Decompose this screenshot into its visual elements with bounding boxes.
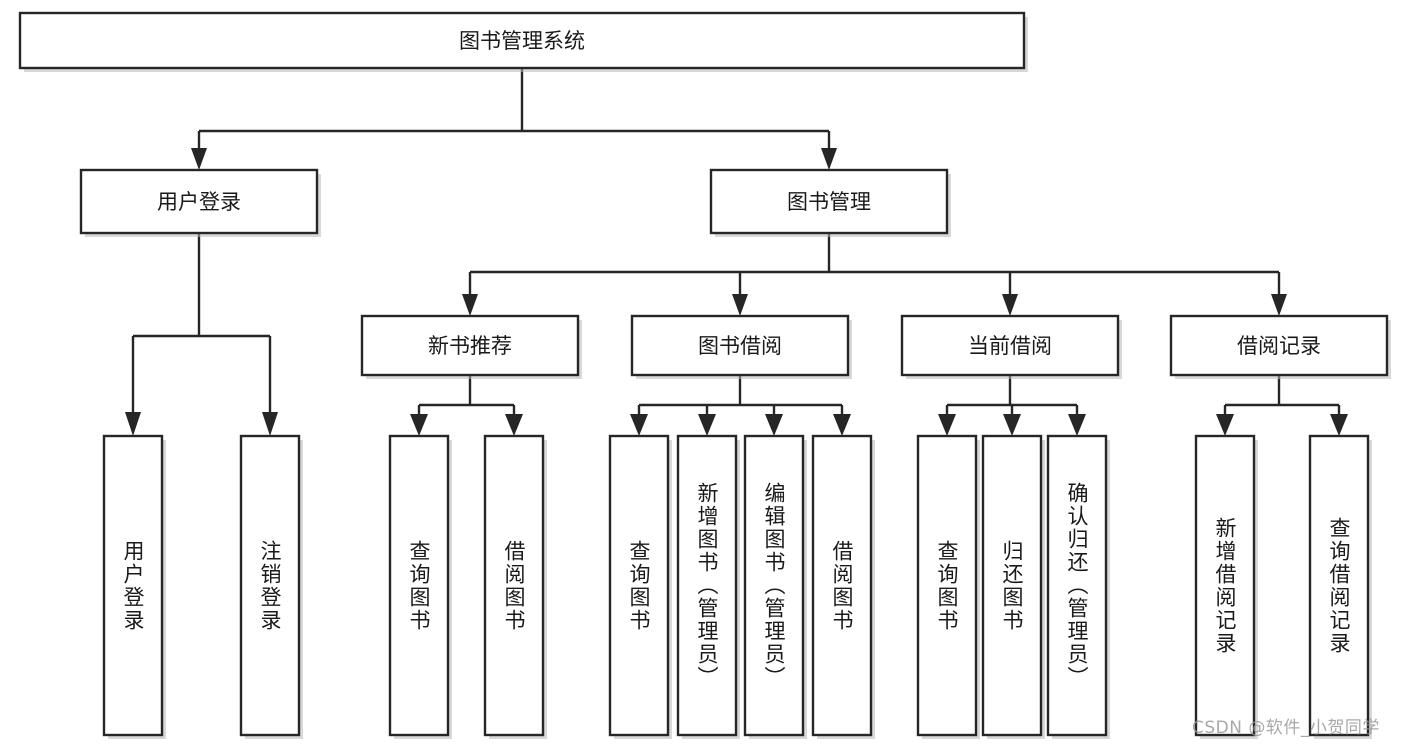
current-borrow-node-label: 当前借阅 — [968, 334, 1052, 358]
borrow-record-node-label: 借阅记录 — [1237, 334, 1321, 358]
leaf-confirm-return-box[interactable] — [1046, 434, 1108, 737]
arrow-head-leaf-borrow-book-2 — [833, 414, 851, 436]
book-manage-node-label: 图书管理 — [787, 190, 871, 214]
leaf-user-logout-box[interactable] — [239, 434, 301, 737]
leaf-edit-book-box[interactable] — [743, 434, 805, 737]
arrow-head-book-manage — [821, 148, 837, 170]
arrow-head-user-login — [191, 148, 207, 170]
arrow-head-borrow-record — [1271, 294, 1287, 316]
leaf-add-record-box[interactable] — [1194, 434, 1256, 737]
user-login-node-box[interactable] — [79, 168, 319, 235]
arrow-head-leaf-return-book — [1003, 414, 1021, 436]
leaf-query-book-3-box[interactable] — [916, 434, 978, 737]
arrow-head-leaf-query-record — [1330, 414, 1348, 436]
watermark-text: CSDN @软件_小贺同学 — [1192, 718, 1380, 738]
leaf-return-book-box[interactable] — [981, 434, 1043, 737]
new-book-recommend-node-box[interactable] — [360, 314, 580, 377]
book-borrow-node-box[interactable] — [630, 314, 850, 377]
arrow-head-current-borrow — [1002, 294, 1018, 316]
current-borrow-node-box[interactable] — [900, 314, 1120, 377]
arrow-head-leaf-add-record — [1216, 414, 1234, 436]
leaf-user-login-box[interactable] — [102, 434, 164, 737]
arrow-head-leaf-edit-book — [765, 414, 783, 436]
connector-layer — [125, 68, 1348, 436]
root-node-label: 图书管理系统 — [459, 29, 585, 53]
arrow-head-book-borrow — [732, 294, 748, 316]
arrow-head-leaf-query-book-1 — [410, 414, 428, 436]
leaf-add-book-box[interactable] — [676, 434, 738, 737]
borrow-record-node-box[interactable] — [1169, 314, 1389, 377]
arrow-head-leaf-user-logout — [262, 412, 278, 436]
arrow-head-leaf-user-login — [125, 412, 141, 436]
book-borrow-node-label: 图书借阅 — [698, 334, 782, 358]
leaf-borrow-book-1-box[interactable] — [483, 434, 545, 737]
arrow-head-leaf-borrow-book-1 — [505, 414, 523, 436]
node-layer: 图书管理系统 用户登录 图书管理 新书推荐 图书借阅 当前借阅 借阅记录 — [18, 11, 1391, 739]
arrow-head-leaf-add-book — [698, 414, 716, 436]
leaf-borrow-book-2-box[interactable] — [811, 434, 873, 737]
leaf-query-book-2-box[interactable] — [608, 434, 670, 737]
arrow-head-leaf-query-book-3 — [938, 414, 956, 436]
root-node-box[interactable] — [18, 11, 1026, 70]
new-book-recommend-node-label: 新书推荐 — [428, 334, 512, 358]
arrow-head-leaf-confirm-return — [1068, 414, 1086, 436]
arrow-head-new-book-recommend — [462, 294, 478, 316]
user-login-node-label: 用户登录 — [157, 190, 241, 214]
leaf-query-record-box[interactable] — [1308, 434, 1370, 737]
leaf-query-book-1-box[interactable] — [388, 434, 450, 737]
arrow-head-leaf-query-book-2 — [630, 414, 648, 436]
book-manage-node-box[interactable] — [709, 168, 949, 235]
